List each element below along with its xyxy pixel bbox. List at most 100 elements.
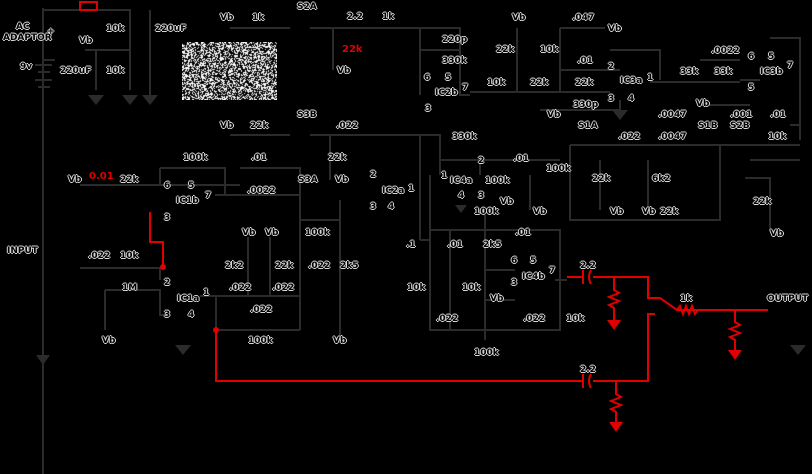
label: 330p xyxy=(573,100,599,110)
label: 10k xyxy=(106,24,125,34)
label: Vb xyxy=(642,207,656,217)
pin-label: 3 xyxy=(164,310,171,320)
label: Vb xyxy=(220,121,234,131)
label: 100k xyxy=(305,228,330,238)
label: Vb xyxy=(512,13,526,23)
pin-label: 7 xyxy=(462,83,469,93)
ic-label: IC2b xyxy=(435,88,458,98)
label: 1k xyxy=(680,294,693,304)
label: .022 xyxy=(436,314,459,324)
ic-label: IC4b xyxy=(522,272,545,282)
ic-label: IC3b xyxy=(760,67,783,77)
pin-label: 3 xyxy=(164,213,171,223)
label: .047 xyxy=(572,13,595,23)
pin-label: 1 xyxy=(408,184,415,194)
ic-label: IC3a xyxy=(620,76,643,86)
label: .022 xyxy=(523,314,546,324)
label: .022 xyxy=(88,251,111,261)
label: Vb xyxy=(696,99,710,109)
pin-label: 4 xyxy=(628,94,635,104)
label: .01 xyxy=(515,228,531,238)
pin-label: 3 xyxy=(478,191,485,201)
label: 22k xyxy=(660,207,679,217)
label: 22k xyxy=(250,121,269,131)
label: Vb xyxy=(68,175,82,185)
switch-label: S1B xyxy=(698,121,718,131)
pin-label: 5 xyxy=(530,256,537,266)
pin-label: 6 xyxy=(164,181,171,191)
pin-label: 2 xyxy=(608,62,615,72)
label: .01 xyxy=(447,240,463,250)
label: .022 xyxy=(618,132,641,142)
label: 220p xyxy=(442,35,468,45)
label: 22k xyxy=(496,45,515,55)
label: .0047 xyxy=(658,110,687,120)
label: 1k xyxy=(252,13,265,23)
switch-label: S1A xyxy=(578,121,598,131)
pin-label: 6 xyxy=(424,73,431,83)
label: 330k xyxy=(442,56,467,66)
label: .01 xyxy=(251,153,267,163)
label: Vb xyxy=(265,228,279,238)
label: 2.2 xyxy=(580,365,596,375)
pin-label: 3 xyxy=(425,104,432,114)
label: 100k xyxy=(474,348,499,358)
label: Vb xyxy=(337,66,351,76)
label: .022 xyxy=(272,283,295,293)
wires xyxy=(35,8,801,474)
highlighted-capacitor-label: 0.01 xyxy=(89,171,114,182)
label: 10k xyxy=(407,283,426,293)
label: 220uF xyxy=(60,66,92,76)
label: Vb xyxy=(102,336,116,346)
label: .001 xyxy=(730,110,753,120)
label: 10k xyxy=(566,314,585,324)
label: 10k xyxy=(462,283,481,293)
label: 10k xyxy=(106,66,125,76)
label: 100k xyxy=(474,207,499,217)
pin-label: 7 xyxy=(787,61,794,71)
label: 100k xyxy=(546,164,571,174)
label: .01 xyxy=(513,154,529,164)
pin-label: 4 xyxy=(388,202,395,212)
label: .01 xyxy=(770,110,786,120)
label: .0047 xyxy=(658,132,687,142)
pin-label: 4 xyxy=(188,310,195,320)
pin-label: 7 xyxy=(205,191,212,201)
output-jack-label: OUTPUT xyxy=(767,294,809,304)
label: Vb xyxy=(608,24,622,34)
switch-label: S2A xyxy=(297,2,317,12)
label: 6k2 xyxy=(652,174,671,184)
label: + xyxy=(47,27,55,37)
label: .022 xyxy=(308,261,331,271)
pin-label: 3 xyxy=(370,202,377,212)
label: 10k xyxy=(120,251,139,261)
label: 2k2 xyxy=(225,261,244,271)
pin-label: 6 xyxy=(748,52,755,62)
switch-label: S3B xyxy=(297,110,317,120)
label: 2k5 xyxy=(483,240,502,250)
label: 2.2 xyxy=(580,261,596,271)
obscured-image-patch xyxy=(182,42,277,100)
label: Vb xyxy=(610,207,624,217)
label: 33k xyxy=(714,67,733,77)
label: 9v xyxy=(20,62,33,72)
pin-label: 5 xyxy=(748,83,755,93)
label: Vb xyxy=(547,110,561,120)
highlight-markers xyxy=(160,264,742,432)
label: Vb xyxy=(533,207,547,217)
label: 10k xyxy=(487,78,506,88)
label: 330k xyxy=(452,132,477,142)
ic-label: IC2a xyxy=(382,186,405,196)
label: 100k xyxy=(183,153,208,163)
label: Vb xyxy=(335,175,349,185)
label: 2.2 xyxy=(347,12,363,22)
label: 22k xyxy=(592,174,611,184)
label: Vb xyxy=(500,197,514,207)
label: Vb xyxy=(220,13,234,23)
label: AC xyxy=(16,22,30,32)
pin-label: 3 xyxy=(511,278,518,288)
ic-label: IC4a xyxy=(450,176,473,186)
label: 22k xyxy=(575,78,594,88)
